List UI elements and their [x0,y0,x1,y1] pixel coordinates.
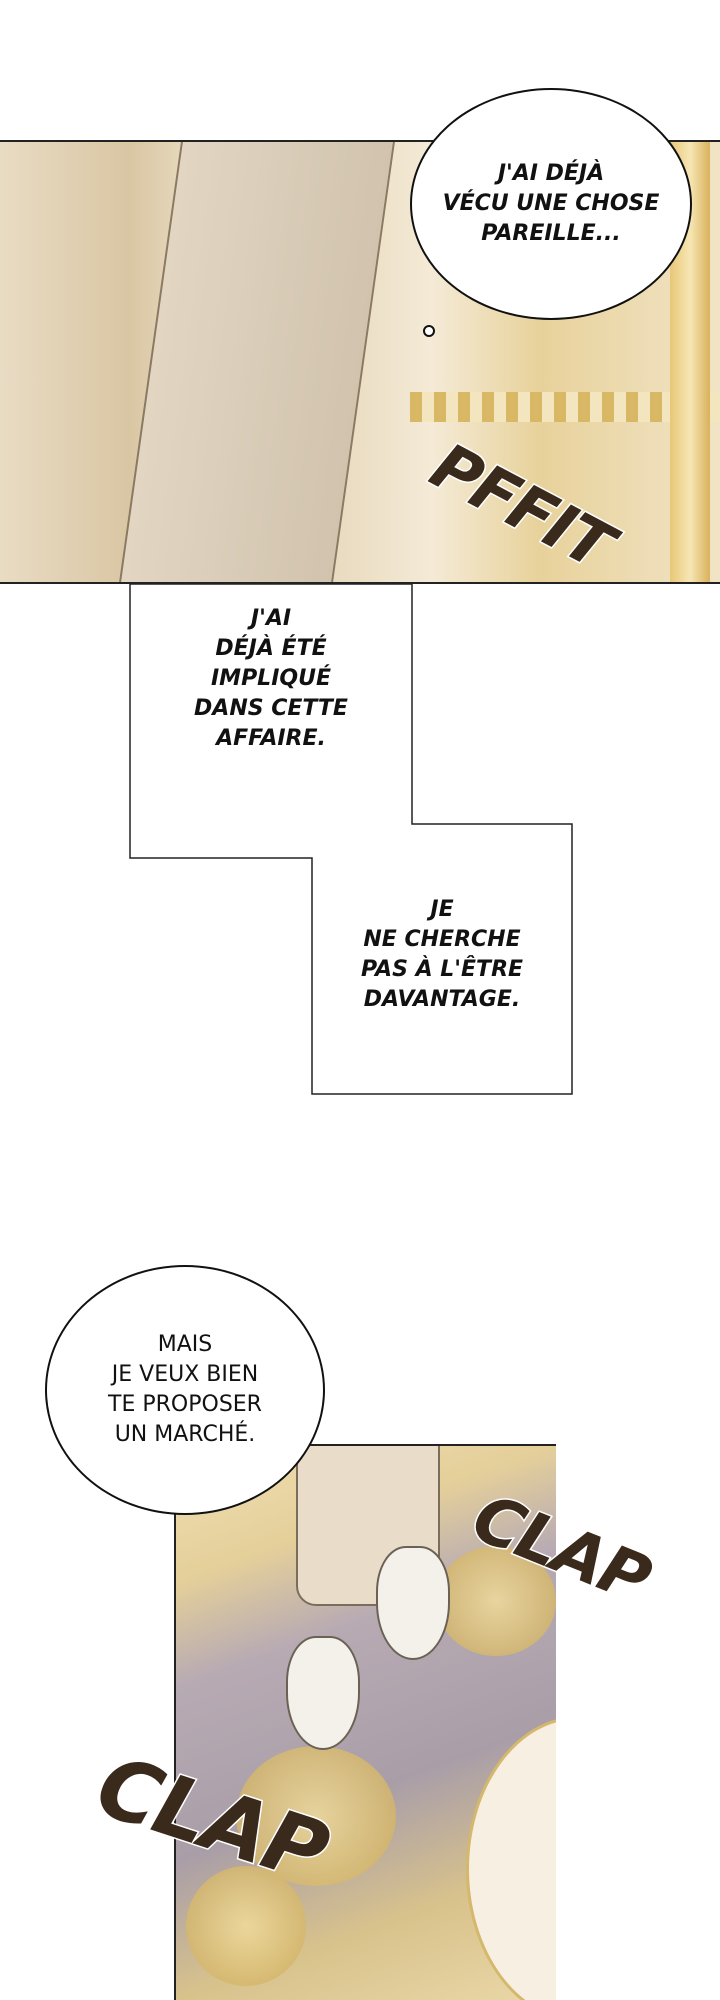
floor-ornament [186,1866,306,1986]
speech-bubble-bottom: MAIS JE VEUX BIEN TE PROPOSER UN MARCHÉ. [45,1265,325,1515]
floor-ornament [236,1746,396,1886]
narration-text-1: J'AI DÉJÀ ÉTÉ IMPLIQUÉ DANS CETTE AFFAIR… [194,606,348,751]
floor-ornament [436,1546,556,1656]
narration-box-2: JE NE CHERCHE PAS À L'ÊTRE DAVANTAGE. [312,895,572,1015]
thought-dot [423,325,435,337]
wall-frieze-illustration [410,392,720,422]
bottom-panel-artwork [174,1444,556,2000]
shoe-illustration [376,1546,450,1660]
speech-bubble-text: J'AI DÉJÀ VÉCU UNE CHOSE PAREILLE... [442,161,660,246]
narration-box-outline [129,583,573,1095]
narration-text-2: JE NE CHERCHE PAS À L'ÊTRE DAVANTAGE. [360,897,524,1012]
narration-box-1: J'AI DÉJÀ ÉTÉ IMPLIQUÉ DANS CETTE AFFAIR… [130,604,412,754]
speech-bubble-text: MAIS JE VEUX BIEN TE PROPOSER UN MARCHÉ. [108,1332,262,1447]
shoe-illustration [286,1636,360,1750]
table-edge-illustration [466,1716,556,2000]
speech-bubble-top: J'AI DÉJÀ VÉCU UNE CHOSE PAREILLE... [410,88,692,320]
